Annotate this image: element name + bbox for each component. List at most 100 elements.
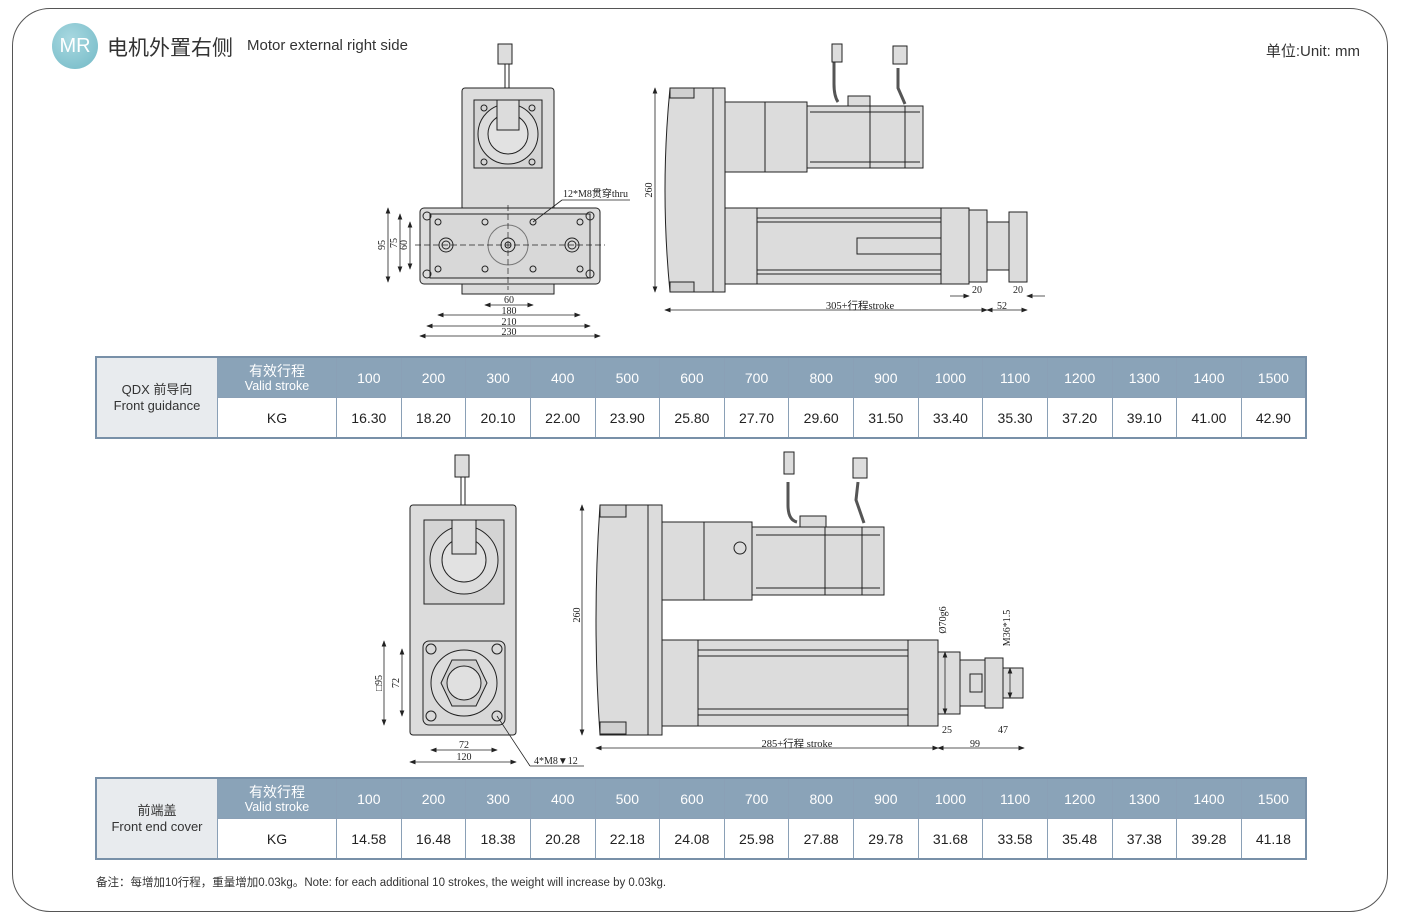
weight-cell: 31.68	[917, 818, 984, 860]
side-length-top: 305+行程stroke	[826, 299, 895, 312]
stroke-cell: 200	[400, 356, 467, 398]
stroke-cell: 800	[788, 777, 854, 819]
row-label-cn: 前端盖	[137, 802, 177, 818]
stroke-label-cn: 有效行程	[249, 362, 305, 379]
weight-cell: 16.30	[336, 397, 402, 439]
stroke-cell: 500	[594, 777, 661, 819]
weight-cell: 20.28	[529, 818, 596, 860]
end-dim-99: 99	[970, 739, 980, 750]
weight-cell: 27.70	[723, 397, 790, 439]
stroke-label-cn: 有效行程	[249, 783, 305, 800]
weight-cell: 37.20	[1046, 397, 1113, 439]
stroke-cell: 100	[336, 356, 402, 398]
weight-cell: 37.38	[1111, 818, 1178, 860]
row-label-en: Front guidance	[113, 397, 201, 413]
end-dim-20a: 20	[972, 285, 982, 296]
weight-cell: 24.08	[659, 818, 725, 860]
dim-120: 120	[457, 752, 472, 763]
weight-cell: 35.30	[982, 397, 1048, 439]
stroke-cell: 1000	[917, 777, 984, 819]
stroke-cell: 300	[465, 777, 531, 819]
stroke-cell: 1000	[917, 356, 984, 398]
title-english: Motor external right side	[247, 37, 408, 54]
stroke-cell: 1200	[1046, 777, 1113, 819]
stroke-cell: 400	[529, 356, 596, 398]
stroke-cell: 400	[529, 777, 596, 819]
title-chinese: 电机外置右侧	[107, 36, 233, 60]
stroke-cell: 1400	[1176, 356, 1242, 398]
dim-75: 75	[389, 238, 400, 248]
row-label: QDX 前导向 Front guidance	[95, 356, 218, 439]
weight-cell: 39.10	[1111, 397, 1178, 439]
stroke-header: 有效行程 Valid stroke	[217, 356, 337, 398]
stroke-cell: 1200	[1046, 356, 1113, 398]
weight-cell: 29.60	[788, 397, 854, 439]
page-frame	[12, 8, 1388, 912]
stroke-label-en: Valid stroke	[244, 378, 310, 393]
stroke-cell: 900	[853, 777, 919, 819]
stroke-cell: 100	[336, 777, 402, 819]
stroke-cell: 1100	[982, 777, 1048, 819]
top-front-view	[385, 43, 630, 339]
weight-cell: 25.80	[659, 397, 725, 439]
end-dim-25: 25	[942, 725, 952, 736]
stroke-cell: 700	[723, 777, 790, 819]
unit-label: 单位:Unit: mm	[1265, 43, 1360, 60]
dim-95: 95	[377, 240, 388, 250]
dim-sq95: □95	[374, 675, 385, 691]
top-side-view	[652, 43, 1045, 313]
row-label: 前端盖 Front end cover	[95, 777, 218, 860]
footnote: 备注：每增加10行程，重量增加0.03kg。Note: for each add…	[96, 877, 667, 889]
dim-180: 180	[502, 306, 517, 317]
weight-cell: 42.90	[1240, 397, 1307, 439]
row-label-en: Front end cover	[111, 818, 203, 834]
weight-cell: 33.40	[917, 397, 984, 439]
weight-cell: 41.18	[1240, 818, 1307, 860]
weight-cell: 22.00	[529, 397, 596, 439]
stroke-cell: 1100	[982, 356, 1048, 398]
stroke-cell: 500	[594, 356, 661, 398]
hole-note-bottom: 4*M8▼12	[534, 756, 578, 767]
stroke-cell: 1300	[1111, 356, 1178, 398]
stroke-cell: 700	[723, 356, 790, 398]
dim-72h: 72	[459, 740, 469, 751]
weight-cell: 18.20	[400, 397, 467, 439]
end-dim-20b: 20	[1013, 285, 1023, 296]
thread-spec: M36*1.5	[1002, 610, 1013, 646]
stroke-cell: 900	[853, 356, 919, 398]
stroke-cell: 600	[659, 356, 725, 398]
stroke-cell: 600	[659, 777, 725, 819]
end-dim-52: 52	[997, 301, 1007, 312]
unit-cell: KG	[217, 818, 337, 860]
row-label-cn: QDX 前导向	[121, 381, 193, 397]
stroke-cell: 800	[788, 356, 854, 398]
stroke-header: 有效行程 Valid stroke	[217, 777, 337, 819]
bottom-side-view	[579, 451, 1025, 751]
stroke-cell: 1500	[1240, 356, 1307, 398]
weight-cell: 35.48	[1046, 818, 1113, 860]
weight-cell: 39.28	[1176, 818, 1242, 860]
weight-cell: 23.90	[594, 397, 661, 439]
stroke-cell: 200	[400, 777, 467, 819]
stroke-cell: 1300	[1111, 777, 1178, 819]
stroke-cell: 1500	[1240, 777, 1307, 819]
weight-cell: 41.00	[1176, 397, 1242, 439]
dim-60h: 60	[504, 295, 514, 306]
stroke-label-en: Valid stroke	[244, 799, 310, 814]
weight-cell: 31.50	[853, 397, 919, 439]
weight-cell: 18.38	[465, 818, 531, 860]
end-dim-47: 47	[998, 725, 1008, 736]
side-height-bottom: 260	[572, 608, 583, 623]
unit-cell: KG	[217, 397, 337, 439]
weight-cell: 27.88	[788, 818, 854, 860]
weight-table-front-guidance: QDX 前导向 Front guidance 有效行程 Valid stroke…	[95, 356, 1307, 439]
dim-60: 60	[399, 240, 410, 250]
shaft-diameter: Ø70g6	[938, 606, 949, 633]
side-height-top: 260	[644, 183, 655, 198]
weight-cell: 22.18	[594, 818, 661, 860]
dim-230: 230	[502, 327, 517, 338]
mr-badge: MR	[52, 23, 98, 69]
weight-cell: 16.48	[400, 818, 467, 860]
weight-table-front-end-cover: 前端盖 Front end cover 有效行程 Valid stroke 10…	[95, 777, 1307, 860]
